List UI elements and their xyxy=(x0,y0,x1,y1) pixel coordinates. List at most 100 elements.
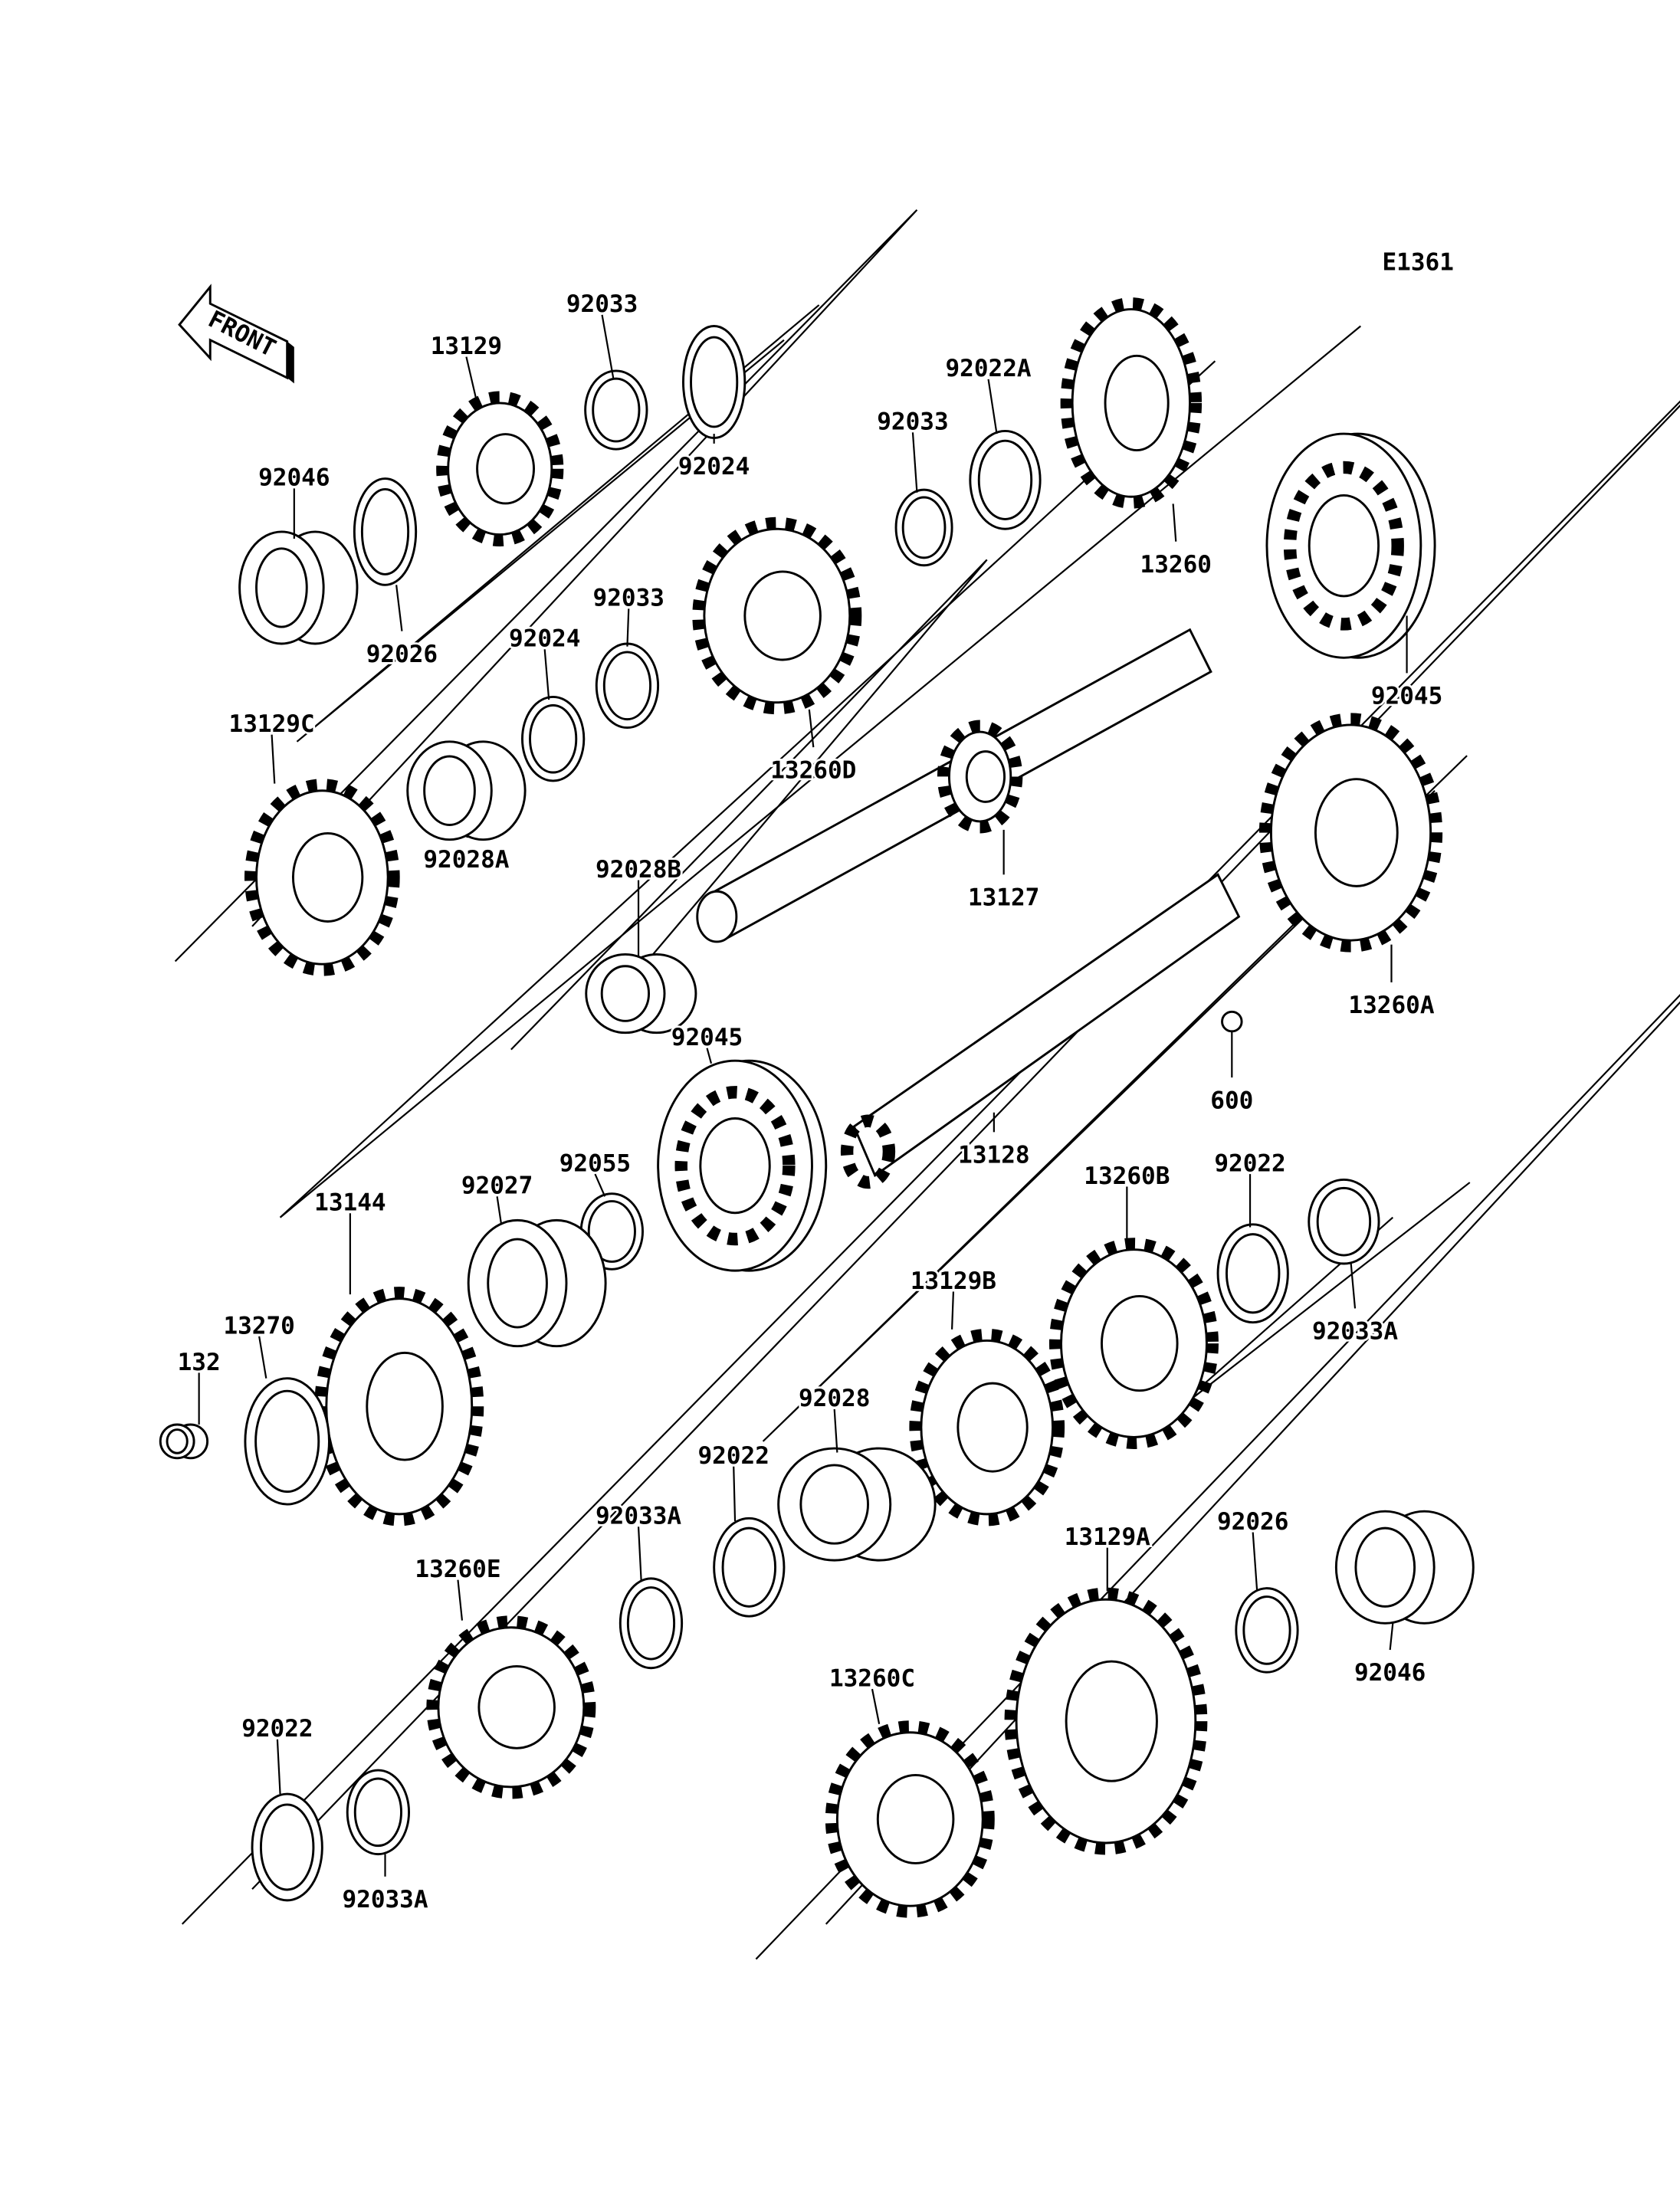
callout-label: 92033A xyxy=(1312,1318,1398,1346)
washer-92022 xyxy=(1216,1223,1289,1324)
circlip-92033a xyxy=(1308,1178,1380,1265)
leader-line xyxy=(911,432,918,493)
diagram-code: E1361 xyxy=(1382,248,1453,276)
callout-label: 92033A xyxy=(596,1503,681,1530)
leader-line xyxy=(1252,1532,1258,1592)
gear-13260e xyxy=(426,1615,596,1799)
callout-label: 92045 xyxy=(1371,683,1442,710)
callout-label: 13260B xyxy=(1084,1162,1170,1190)
washer-92026 xyxy=(1235,1587,1299,1674)
circlip-92033 xyxy=(584,369,648,451)
leader-line xyxy=(276,1739,281,1795)
bearing-92045 xyxy=(1265,432,1436,659)
callout-label: 13127 xyxy=(968,884,1039,911)
shaft-13128 xyxy=(852,873,1241,1178)
circlip-92033a xyxy=(346,1769,411,1856)
leader-line xyxy=(271,734,276,784)
parts xyxy=(159,297,1475,1918)
leader-lines xyxy=(198,314,1408,1877)
callout-label: 92022A xyxy=(946,355,1032,382)
guide-line xyxy=(510,559,988,1051)
guide-line xyxy=(755,993,1680,1960)
guide-line xyxy=(181,400,1680,1925)
callout-label: 92033 xyxy=(877,408,948,436)
guide-line xyxy=(762,755,1468,1442)
gear-13127 xyxy=(937,720,1023,834)
leader-line xyxy=(496,1196,503,1225)
washer-92024 xyxy=(521,695,586,782)
callout-label: 13260E xyxy=(415,1556,500,1583)
callout-label: 92033 xyxy=(593,585,664,612)
leader-line xyxy=(543,649,550,700)
callout-label: 132 xyxy=(178,1349,221,1376)
leader-line xyxy=(950,1291,955,1330)
sprocket-13144 xyxy=(314,1287,484,1526)
callout-label: 13260C xyxy=(829,1664,915,1692)
leader-line xyxy=(258,1336,267,1379)
callout-label: 92033A xyxy=(342,1886,428,1913)
leader-line xyxy=(1350,1262,1357,1309)
collar-92027 xyxy=(467,1218,607,1348)
shaft-spline xyxy=(840,1114,896,1189)
callout-label: 92022 xyxy=(698,1442,769,1470)
front-arrow-icon: FRONT xyxy=(178,284,294,384)
callout-label: 13129 xyxy=(431,333,502,360)
callout-label: 92045 xyxy=(671,1024,743,1051)
callout-label: 92024 xyxy=(678,453,750,480)
callout-label: 13270 xyxy=(223,1312,294,1340)
washer-92022 xyxy=(251,1792,323,1902)
guide-line xyxy=(174,209,918,962)
leader-line xyxy=(987,379,998,434)
plate-13270 xyxy=(244,1377,330,1506)
ball-600 xyxy=(1221,1010,1243,1033)
leader-line xyxy=(465,356,477,399)
leader-line xyxy=(395,585,403,631)
bushing-92028 xyxy=(777,1447,937,1562)
bearing-92045 xyxy=(657,1059,828,1272)
bushing-92046 xyxy=(238,530,359,645)
callout-label: 13260A xyxy=(1348,992,1434,1019)
callout-label: 92024 xyxy=(509,625,580,653)
callout-label: 92027 xyxy=(461,1172,533,1200)
callout-label: 13129B xyxy=(911,1267,996,1295)
circlip-92033 xyxy=(595,642,660,730)
callout-labels: 92033 13129 92024 92022A 92033 13260 92046 9202… xyxy=(176,288,1445,1915)
leader-line xyxy=(808,709,815,748)
gear-13260b xyxy=(1049,1238,1219,1449)
callout-label: 13260 xyxy=(1140,551,1212,579)
callout-label: 92022 xyxy=(1214,1149,1285,1177)
callout-label: 92046 xyxy=(1354,1659,1426,1687)
gear-13129a xyxy=(1004,1587,1208,1855)
gear-13129b xyxy=(909,1328,1065,1526)
leader-line xyxy=(637,1526,642,1582)
callout-label: 92028A xyxy=(423,846,509,874)
callout-label: 600 xyxy=(1210,1087,1253,1114)
leader-line xyxy=(706,1048,713,1064)
callout-label: 13144 xyxy=(314,1189,386,1217)
leader-line xyxy=(626,608,630,647)
bushing-92028b xyxy=(585,953,697,1035)
callout-label: 92028B xyxy=(596,856,681,884)
shaft-end xyxy=(696,890,738,943)
leader-line xyxy=(833,1408,838,1453)
leader-line xyxy=(601,314,615,379)
callout-label: 92033 xyxy=(566,290,638,318)
washer-92024 xyxy=(682,325,746,440)
leader-line xyxy=(457,1579,464,1621)
washer-92022 xyxy=(713,1517,786,1618)
callout-label: 92026 xyxy=(366,641,438,668)
callout-label: 13129C xyxy=(229,710,315,738)
gear-13129 xyxy=(436,391,564,547)
washer-92022a xyxy=(969,429,1042,530)
gear-13260d xyxy=(692,516,862,715)
leader-line xyxy=(1172,503,1177,542)
callout-label: 13129A xyxy=(1065,1523,1150,1551)
gear-13260c xyxy=(825,1720,995,1918)
callout-label: 13260D xyxy=(770,756,856,784)
bushing-92046 xyxy=(1334,1510,1475,1625)
leader-line xyxy=(871,1688,881,1724)
circlip-92033a xyxy=(619,1577,684,1670)
callout-label: 13128 xyxy=(958,1142,1029,1169)
